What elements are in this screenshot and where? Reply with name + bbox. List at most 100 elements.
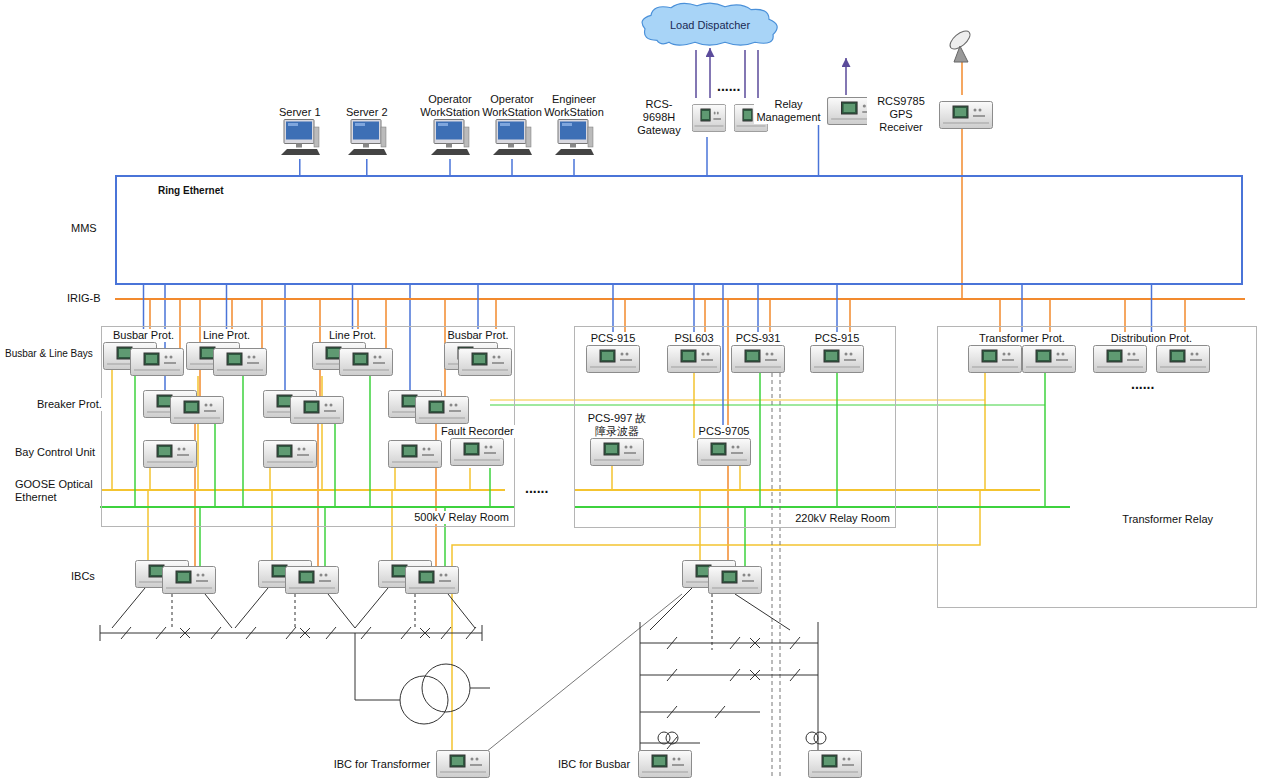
relay-icon [1157,346,1210,373]
cloud-outline [642,3,777,45]
busbar-500kv [100,625,482,641]
device-label: PCS-997 故障录波器 [586,412,648,438]
fiber-link [486,594,682,752]
device-label: Operator WorkStation [418,93,482,119]
relay-icon [437,751,490,778]
relay-icon [451,439,504,466]
ct-symbol [814,732,826,744]
ellipsis: ...... [524,482,549,495]
ct-symbol [666,732,678,744]
device-label: RCS-9698H Gateway [630,98,688,137]
gps-receiver: RCS9785 GPS Receiver [867,95,993,134]
device-icon [590,438,644,466]
relay-room: Transformer Relay Transformer Prot. Distri… [937,326,1257,608]
network-label: Ring Ethernet [157,184,225,197]
workstation-pc: Engineer WorkStation [542,93,606,159]
room-label: Transformer Relay [1121,513,1214,526]
protection-relay: Line Prot. [186,329,267,376]
device-label: Busbar Prot. [112,329,175,342]
ring-ethernet: Ring Ethernet [115,175,1243,285]
ibc-device [809,751,862,778]
network-link [573,159,575,175]
relay-icon [214,349,267,376]
network-link [226,285,228,329]
network-label: MMS [70,222,98,235]
network-link [757,285,759,332]
relay-management-device: Relay Management [754,97,883,125]
uplink-arrow [709,48,711,98]
cloud-label: Load Dispatcher [669,19,751,32]
row-label: Bay Control Unit [14,446,96,459]
device-icon [186,342,267,376]
ibc-lead [112,588,790,630]
workstation-pc: Operator WorkStation [418,93,482,159]
relay-room: 220kV Relay RoomPCS-915PSL603PCS-931PCS-… [574,326,896,528]
mms-drop [165,285,410,390]
goose-link-yellow [490,400,985,401]
gateway-device: RCS-9698H Gateway [630,98,768,137]
bay-control-unit [264,441,317,468]
computer-icon [348,120,387,156]
device-label: Distribution Prot. [1110,332,1193,345]
device-label: Server 1 [278,106,322,119]
protection-relay: PCS-915 [810,332,864,373]
ibc-device [406,567,459,594]
relay-icon [459,349,512,376]
device-icon [968,345,1076,373]
ibc-device: IBC for Transformer [332,750,490,778]
relay-icon [969,346,1022,373]
network-label: IRIG-B [66,292,102,305]
ellipsis: ...... [716,80,741,93]
relay-icon [1094,346,1147,373]
network-link [366,159,368,175]
device-label: IBC for Transformer [332,758,432,771]
relay-icon [698,439,751,466]
computer-icon [493,120,532,156]
device-icon [492,119,532,159]
device-icon [280,119,320,159]
ibc-device [163,567,216,594]
network-link [693,285,695,332]
relay-icon [587,346,640,373]
device-label: PCS-9705 [698,425,751,438]
device-icon [939,101,993,129]
server-pc: Server 2 [345,106,389,159]
bay-control-unit [389,441,442,468]
busbar-220kv [640,622,818,760]
device-icon [312,342,393,376]
network-link [143,285,145,329]
relay-icon [940,101,993,128]
relay-icon [811,346,864,373]
protection-relay: Transformer Prot. [968,332,1076,373]
network-link [449,159,451,175]
bay-device: PCS-9705 [697,425,751,466]
goose-bus-yellow [100,489,1040,491]
relay-icon [1023,346,1076,373]
goose-drop-green [135,373,1045,566]
protection-relay: Busbar Prot. [103,329,184,376]
device-icon [554,119,594,159]
network-link [722,285,724,425]
device-icon [450,438,504,466]
computer-icon [431,120,470,156]
device-icon [697,438,751,466]
network-link [612,285,614,332]
transformer-winding [400,676,448,724]
server-pc: Server 1 [278,106,322,159]
relay-icon [668,346,721,373]
device-label: Relay Management [754,98,823,124]
protection-relay: Line Prot. [312,329,393,376]
ibc-device: IBC for Busbar [554,750,692,778]
breaker-relay [291,397,344,424]
fault-recorder: Fault Recorder [440,425,515,466]
protection-relay: PCS-931 [731,332,785,373]
protection-relay: PSL603 [667,332,721,373]
device-label: Server 2 [345,106,389,119]
device-label: Busbar Prot. [446,329,509,342]
device-icon [103,342,184,376]
row-label: IBCs [70,570,96,583]
breaker-relay [416,397,469,424]
row-label: GOOSE Optical Ethernet [14,478,101,504]
gps-dish-stand [954,46,968,62]
network-link [352,285,354,329]
